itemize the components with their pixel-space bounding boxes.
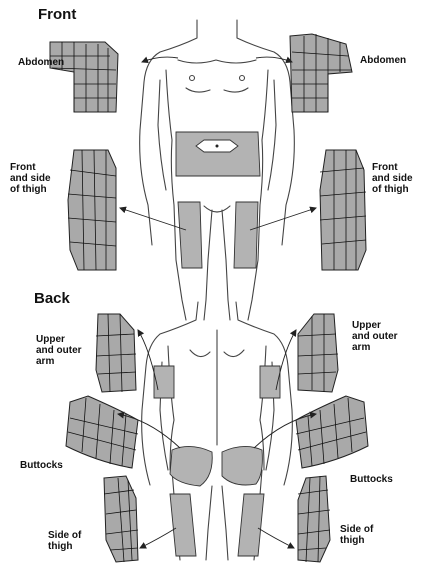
arrow-side-thigh-right	[258, 528, 294, 548]
back-thigh-right-patch	[238, 494, 264, 556]
grid-buttocks-right	[296, 396, 368, 468]
label-buttocks-right: Buttocks	[350, 474, 393, 485]
back-section-title: Back	[34, 290, 70, 307]
grid-upper-arm-right	[298, 314, 338, 392]
grid-buttocks-left	[66, 396, 138, 468]
back-thigh-left-patch	[170, 494, 196, 556]
label-buttocks-left: Buttocks	[20, 460, 63, 471]
arrow-side-thigh-left	[140, 528, 176, 548]
grid-abdomen-left	[50, 42, 118, 112]
back-body-figure	[142, 302, 293, 560]
front-thigh-right-patch	[234, 202, 258, 268]
grid-thigh-left	[68, 150, 116, 270]
grid-side-thigh-left	[104, 476, 138, 562]
label-thigh-left: Front and side of thigh	[10, 162, 51, 195]
grid-side-thigh-right	[298, 476, 330, 562]
arrow-abdomen-left	[142, 57, 178, 62]
arrow-thigh-left	[120, 208, 186, 230]
label-abdomen-left: Abdomen	[18, 57, 64, 68]
label-arm-right: Upper and outer arm	[352, 320, 398, 353]
back-buttock-left-patch	[170, 446, 212, 486]
grid-thigh-right	[320, 150, 366, 270]
label-thigh-right: Front and side of thigh	[372, 162, 413, 195]
navel-dot	[216, 145, 219, 148]
grid-upper-arm-left	[96, 314, 136, 392]
back-arm-right-patch	[260, 366, 280, 398]
front-section-title: Front	[38, 6, 76, 23]
front-thigh-left-patch	[178, 202, 202, 268]
arrow-abdomen-right	[256, 57, 292, 62]
back-arm-left-patch	[154, 366, 174, 398]
label-arm-left: Upper and outer arm	[36, 334, 82, 367]
label-abdomen-right: Abdomen	[360, 55, 406, 66]
label-side-thigh-left: Side of thigh	[48, 530, 81, 552]
back-buttock-right-patch	[222, 446, 262, 485]
label-side-thigh-right: Side of thigh	[340, 524, 373, 546]
grid-abdomen-right	[290, 34, 352, 112]
front-abdomen-patch	[176, 132, 260, 176]
